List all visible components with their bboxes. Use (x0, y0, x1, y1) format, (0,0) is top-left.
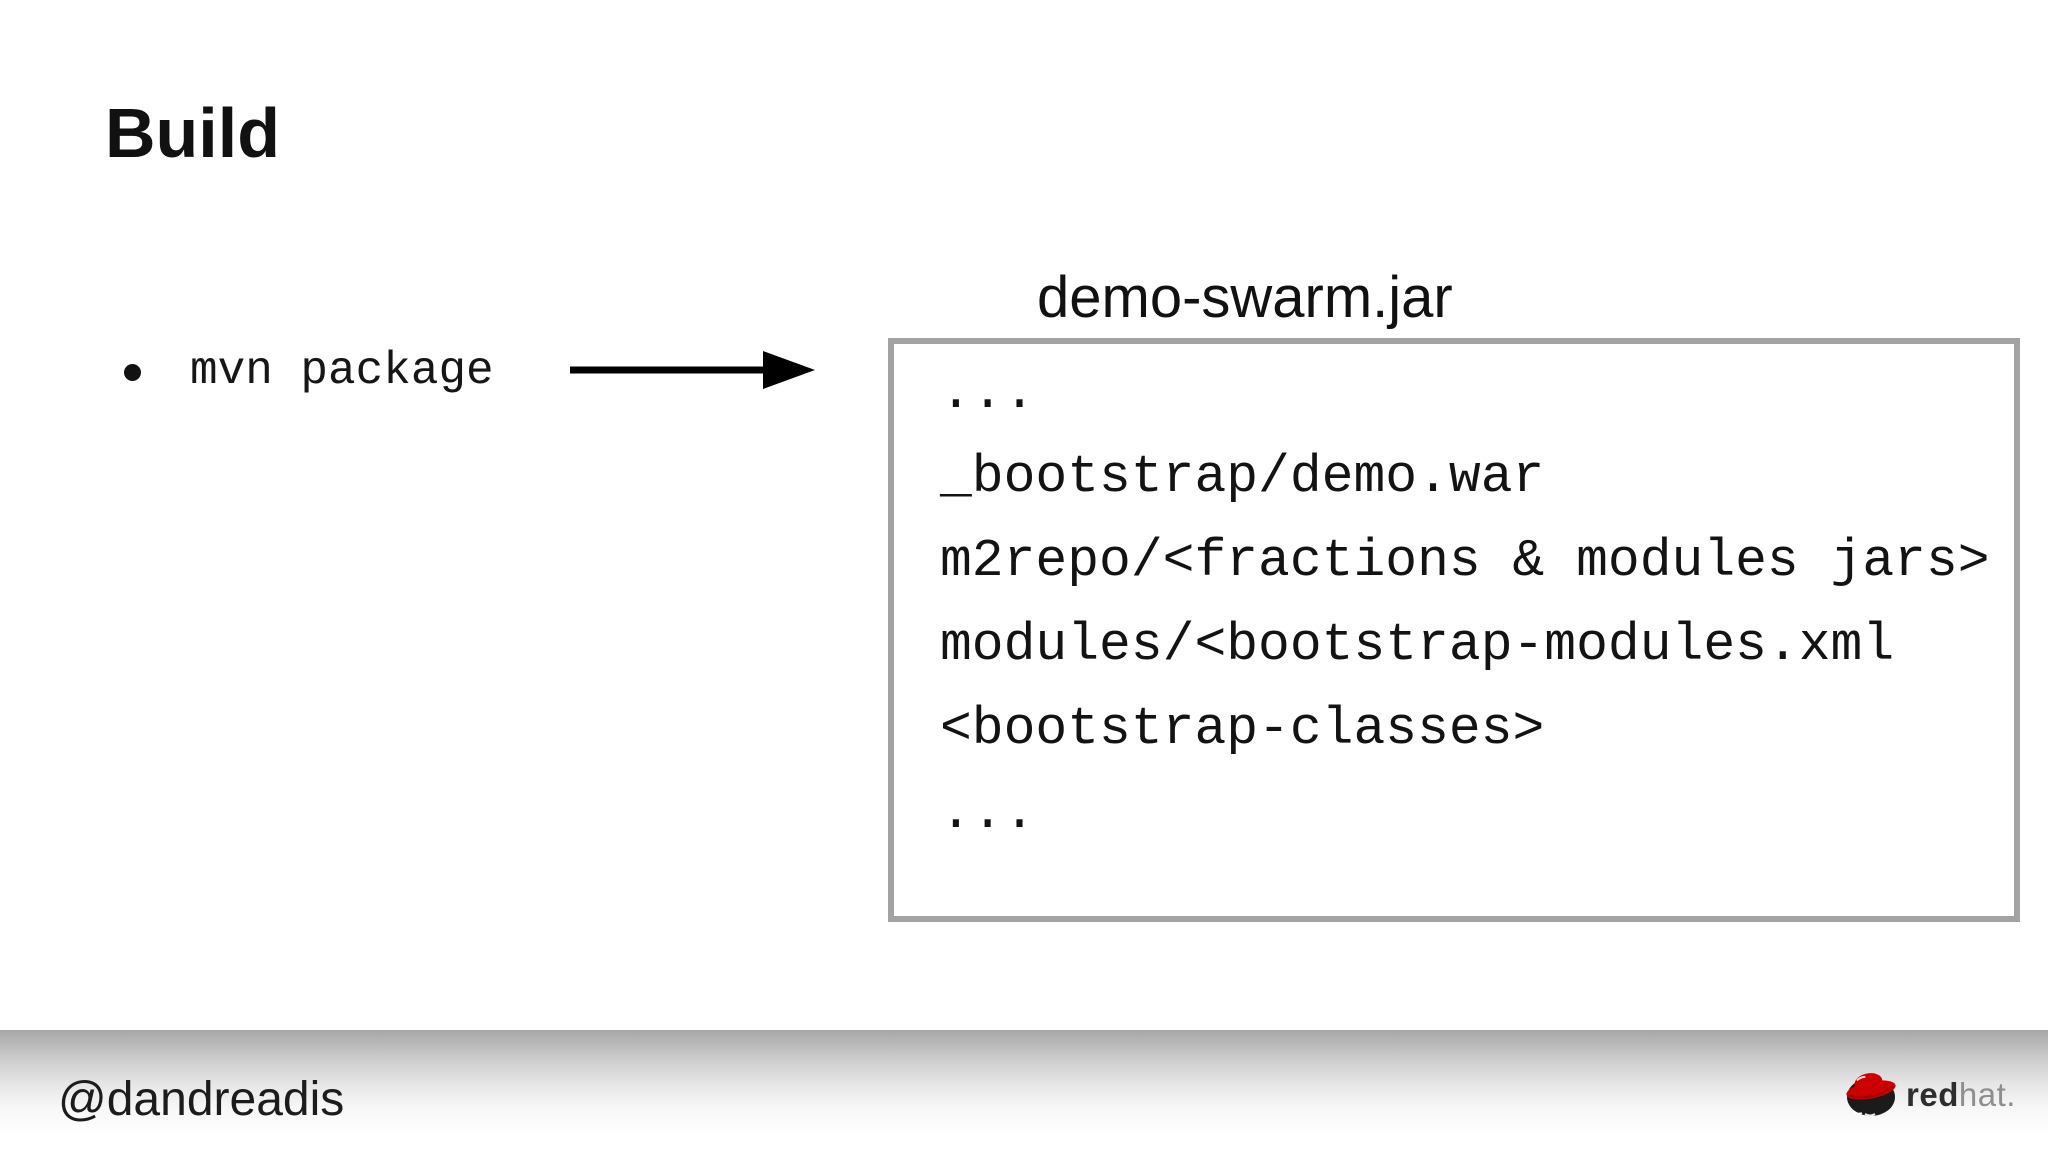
bullet-icon (124, 363, 141, 381)
page-title: Build (105, 94, 280, 172)
jar-content-line: modules/<bootstrap-modules.xml (940, 615, 1895, 675)
jar-content-line: _bootstrap/demo.war (940, 447, 1545, 507)
jar-box-label: demo-swarm.jar (1037, 265, 1453, 330)
redhat-logo: redhat. (1845, 1070, 2016, 1117)
bullet-command-text: mvn package (190, 345, 494, 397)
jar-content-line: <bootstrap-classes> (940, 699, 1545, 759)
jar-content-line: ... (940, 783, 1036, 843)
redhat-wordmark-hat: hat. (1958, 1076, 2016, 1113)
jar-contents-box: ... _bootstrap/demo.war m2repo/<fraction… (888, 338, 2020, 922)
redhat-wordmark: redhat. (1906, 1078, 2016, 1117)
twitter-handle: @dandreadis (58, 1073, 345, 1126)
redhat-shadowman-icon (1846, 1073, 1896, 1117)
redhat-wordmark-red: red (1906, 1076, 1959, 1113)
bullet-item: mvn package (124, 342, 494, 400)
arrow-right-icon (570, 351, 815, 389)
jar-content-line: m2repo/<fractions & modules jars> (940, 531, 1990, 591)
footer-gradient-band (0, 1030, 2048, 1150)
jar-content-line: ... (940, 363, 1036, 423)
